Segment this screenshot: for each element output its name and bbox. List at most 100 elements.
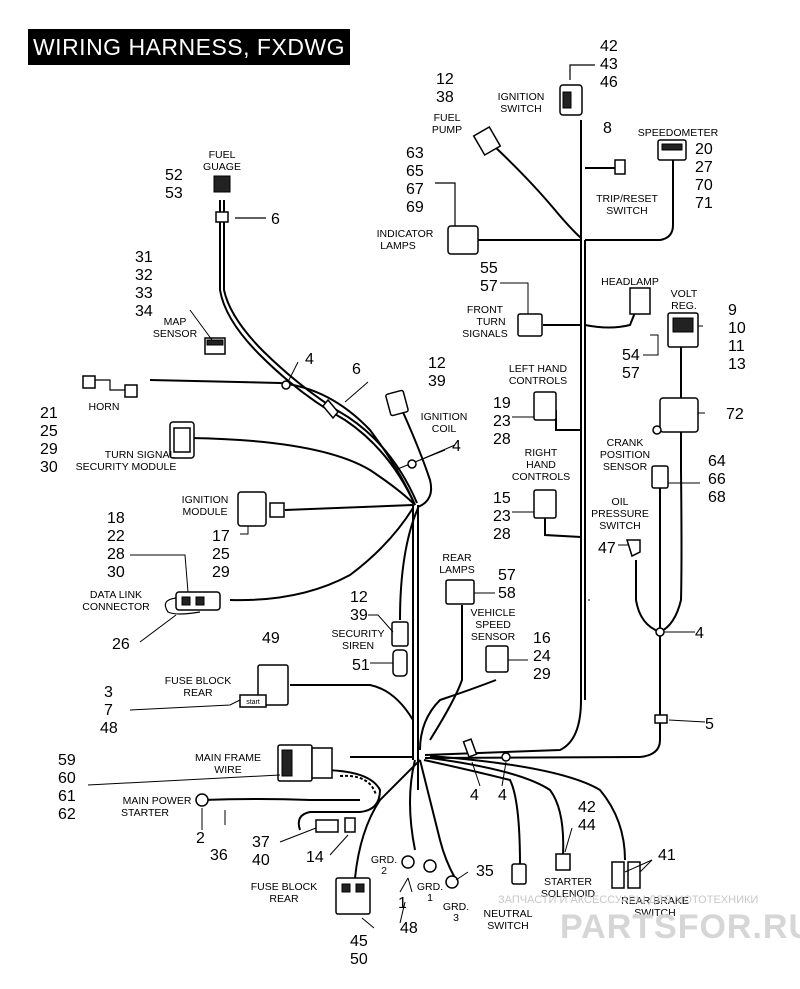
label-oil-3: SWITCH [599, 520, 640, 532]
ignition-module-icon [237, 491, 285, 527]
callout-right-clip: 4 [695, 625, 704, 642]
callout-left-hand-2: 23 [493, 413, 511, 430]
callout-indicator-2: 65 [406, 163, 424, 180]
label-starter-solenoid-1: STARTER [544, 876, 592, 888]
callout-vss-1: 16 [533, 630, 551, 647]
callout-trip-reset: 8 [603, 120, 612, 137]
label-volt-reg-2: REG. [671, 300, 697, 312]
label-rear-brake-1: REAR BRAKE [621, 895, 689, 907]
main-power-starter-cable [195, 793, 356, 833]
label-grd3-1: GRD. [443, 901, 469, 913]
label-main-frame-2: WIRE [214, 764, 241, 776]
trip-reset-switch-icon [614, 159, 626, 175]
callout-siren-1: 12 [350, 589, 368, 606]
callout-ign-coil-1: 12 [428, 355, 446, 372]
callout-crank-3: 68 [708, 489, 726, 506]
callout-fuse-top-left-3: 48 [100, 720, 118, 737]
callout-headlamp-2: 57 [622, 365, 640, 382]
callout-map-1: 31 [135, 249, 153, 266]
label-indicator-1: INDICATOR [377, 228, 434, 240]
callout-siren-2: 39 [350, 607, 368, 624]
callout-ign-module-3: 29 [212, 564, 230, 581]
callout-data-link-strap: 26 [112, 636, 130, 653]
label-fuse-block-bottom-1: FUSE BLOCK [251, 881, 318, 893]
callout-turn-2: 25 [40, 423, 58, 440]
label-front-turn-2: TURN [476, 316, 505, 328]
ground-terminals [401, 855, 459, 889]
callout-coil-clip: 4 [452, 438, 461, 455]
callout-main-frame-3: 61 [58, 788, 76, 805]
callout-grounds: 1 [398, 895, 407, 912]
label-ignition-module-1: IGNITION [182, 494, 229, 506]
label-ignition-switch-2: SWITCH [500, 103, 541, 115]
callout-main-frame-2: 60 [58, 770, 76, 787]
label-grd2-2: 2 [381, 865, 387, 877]
callout-starter-conn-2: 40 [252, 852, 270, 869]
callout-volt-reg-3: 11 [728, 338, 745, 355]
ignition-switch-icon [559, 64, 595, 116]
callout-fuse-top-left-1: 3 [104, 684, 113, 701]
callout-vss-3: 29 [533, 666, 551, 683]
callout-data-link-4: 30 [107, 564, 125, 581]
fuel-pump-connector [472, 125, 502, 157]
callout-speedo-3: 70 [695, 177, 713, 194]
label-grd2-1: GRD. [371, 854, 397, 866]
callout-indicator-3: 67 [406, 181, 424, 198]
callout-main-power-2: 36 [210, 847, 228, 864]
label-neutral-2: SWITCH [487, 920, 528, 932]
label-crank-3: SENSOR [603, 461, 648, 473]
callout-indicator-1: 63 [406, 145, 424, 162]
right-hand-controls-connector [533, 489, 557, 519]
label-left-hand-2: CONTROLS [509, 375, 567, 387]
label-grd1-2: 1 [427, 892, 433, 904]
leader-lines [87, 217, 706, 929]
label-right-hand-3: CONTROLS [512, 471, 570, 483]
label-oil-1: OIL [612, 496, 629, 508]
label-vehicle-speed-3: SENSOR [471, 631, 516, 643]
callout-volt-reg-2: 10 [728, 320, 746, 337]
callout-map-3: 33 [135, 285, 153, 302]
label-ignition-coil-2: COIL [432, 423, 457, 435]
data-link-connector-icon [164, 591, 221, 615]
label-grd3-2: 3 [453, 912, 459, 924]
neutral-switch-connector [511, 863, 527, 885]
callout-numbers: 52 53 6 31 32 33 34 4 6 21 25 29 30 17 2… [40, 38, 746, 968]
label-right-hand-1: RIGHT [525, 447, 558, 459]
callout-left-hand-3: 28 [493, 431, 511, 448]
callout-main-power-1: 2 [196, 830, 205, 847]
callout-starter-conn-1: 37 [252, 834, 270, 851]
label-rear-brake-2: SWITCH [634, 907, 675, 919]
callout-fuel-pump-2: 38 [436, 89, 454, 106]
callout-speedo-4: 71 [695, 195, 713, 212]
harness-wires [149, 120, 683, 879]
label-vehicle-speed-2: SPEED [475, 619, 511, 631]
left-hand-controls-connector [533, 391, 557, 421]
fuse-block-rear-top-icon: start [239, 664, 289, 708]
indicator-lamps-connector [435, 182, 479, 255]
label-security-siren-1: SECURITY [331, 628, 384, 640]
callout-solenoid-2: 44 [578, 817, 596, 834]
callout-fuse-top-left-2: 7 [104, 702, 113, 719]
label-volt-reg-1: VOLT [671, 288, 698, 300]
label-trip-reset-2: SWITCH [606, 205, 647, 217]
fuel-gauge-connector [213, 175, 266, 223]
map-sensor-icon [204, 337, 339, 420]
label-right-hand-2: HAND [526, 459, 556, 471]
label-data-link-1: DATA LINK [90, 589, 142, 601]
harness-clips [407, 459, 668, 762]
callout-fuse-bottom-2: 50 [350, 951, 368, 968]
callout-bottom-clip-a: 4 [470, 787, 479, 804]
label-ignition-switch-1: IGNITION [498, 91, 545, 103]
front-turn-signals-connector [517, 313, 543, 337]
callout-data-link-3: 28 [107, 546, 125, 563]
rear-brake-switch-connector [611, 861, 641, 889]
vehicle-speed-sensor-connector [485, 645, 509, 673]
callout-rear-brake: 41 [658, 847, 676, 864]
callout-map-4: 34 [135, 303, 153, 320]
callout-ign-switch-3: 46 [600, 74, 618, 91]
security-siren-icon [391, 621, 409, 677]
callout-fuel-pump-1: 12 [436, 71, 454, 88]
callout-fuel-gauge-1: 52 [165, 167, 183, 184]
label-fuse-block-top-2: REAR [183, 687, 213, 699]
label-rear-lamps-1: REAR [442, 552, 472, 564]
